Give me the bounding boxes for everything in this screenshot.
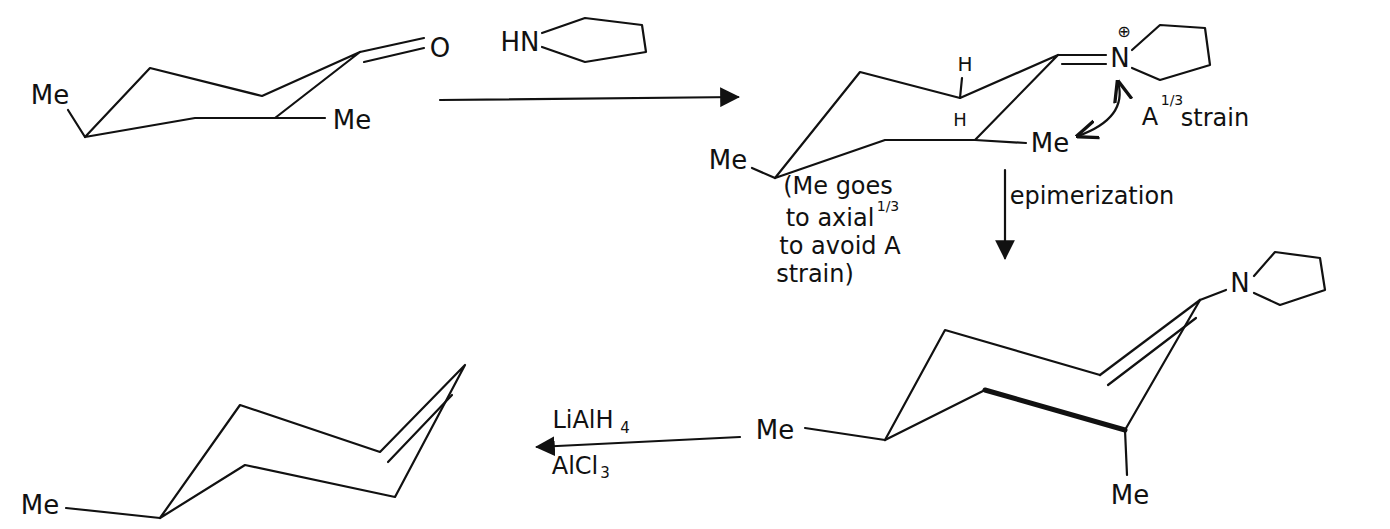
note-text: to axial — [786, 206, 875, 230]
reagent-label: AlCl — [552, 454, 599, 478]
strain-label: A — [1142, 105, 1158, 129]
iminium-structure — [752, 25, 1210, 178]
atom-label: O — [430, 35, 450, 61]
substituent-label: Me — [333, 107, 371, 133]
atom-label: H — [953, 111, 967, 129]
note-text: to avoid A — [779, 234, 900, 258]
note-text: (Me goes — [783, 174, 893, 198]
substituent-label: Me — [1111, 482, 1149, 508]
superscript: 1/3 — [1161, 93, 1184, 107]
charge-symbol: ⊕ — [1117, 24, 1130, 40]
reaction-arrow — [440, 97, 738, 100]
note-text: strain) — [776, 262, 854, 286]
substituent-label: Me — [21, 492, 59, 518]
alkene-structure — [66, 365, 465, 518]
atom-label: H — [957, 54, 972, 74]
atom-label: HN — [501, 29, 540, 55]
reduction-arrow — [537, 437, 740, 447]
reagent-label: LiAlH — [552, 408, 613, 432]
atom-label: N — [1230, 270, 1249, 296]
substituent-label: Me — [709, 147, 747, 173]
subscript: 4 — [620, 421, 630, 436]
strain-arrow — [1078, 82, 1120, 136]
superscript: 1/3 — [877, 199, 900, 213]
substituent-label: Me — [1031, 130, 1069, 156]
strain-label: strain — [1181, 106, 1249, 130]
ketone-structure — [68, 38, 424, 137]
subscript: 3 — [600, 466, 610, 481]
substituent-label: Me — [31, 82, 69, 108]
atom-label: N — [1110, 45, 1129, 71]
pyrrolidine-structure — [542, 18, 646, 62]
substituent-label: Me — [756, 417, 794, 443]
enamine-structure — [805, 252, 1325, 475]
reaction-label: epimerization — [1010, 184, 1175, 208]
epimerization-arrow — [1004, 170, 1006, 258]
